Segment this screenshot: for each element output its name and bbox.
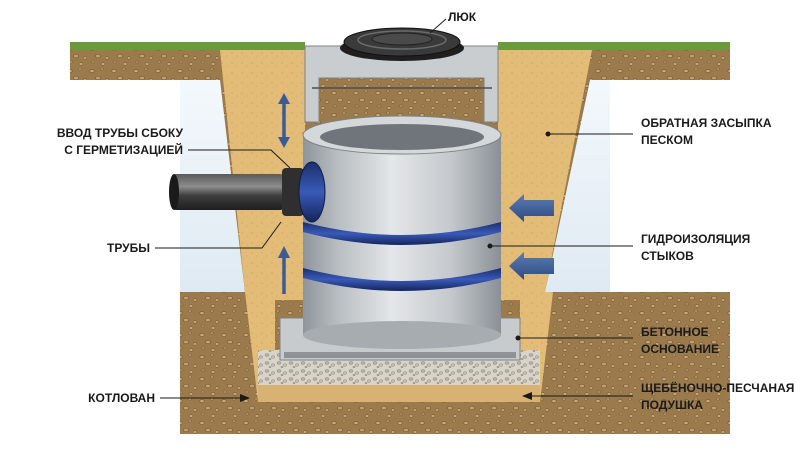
leader-dot-base <box>515 335 521 341</box>
leader-dot-backfill <box>545 131 551 137</box>
vertical-arrow-bottom <box>278 246 290 294</box>
base-rebar <box>284 352 516 358</box>
seal-arrow-lower <box>509 252 554 280</box>
label-backfill-1: ОБРАТНАЯ ЗАСЫПКА <box>641 116 772 130</box>
top-slab <box>304 45 499 123</box>
hatch-lid-center <box>371 32 433 46</box>
label-waterproof-1: ГИДРОИЗОЛЯЦИЯ <box>641 232 750 246</box>
pipe-collar <box>282 168 304 216</box>
label-pipes: ТРУБЫ <box>107 241 150 255</box>
label-waterproof-2: СТЫКОВ <box>641 249 694 263</box>
label-hatch: ЛЮК <box>448 10 477 24</box>
leader-arrow-pit <box>240 394 250 402</box>
label-base-1: БЕТОННОЕ <box>641 325 709 339</box>
grass-right <box>498 42 730 50</box>
leader-arrow-cushion <box>522 392 532 400</box>
label-pipe-entry-2: С ГЕРМЕТИЗАЦИЕЙ <box>64 142 183 157</box>
label-cushion-2: ПОДУШКА <box>641 398 703 412</box>
pipe-open-end <box>169 174 179 210</box>
pipe-body <box>172 174 284 210</box>
cushion-sand-layer <box>258 385 540 402</box>
label-pipe-entry-1: ВВОД ТРУБЫ СБОКУ <box>57 126 184 140</box>
leader-dot-waterproof <box>487 243 493 249</box>
leader-pipes <box>155 221 282 249</box>
grass-left <box>70 42 305 50</box>
well-ring-bottom <box>303 321 501 349</box>
label-pit: КОТЛОВАН <box>88 391 155 405</box>
label-backfill-2: ПЕСКОМ <box>641 133 693 147</box>
vertical-arrow-top <box>278 93 290 148</box>
leader-pipe-entry <box>188 149 291 169</box>
label-cushion-1: ЩЕБЁНОЧНО-ПЕСЧАНАЯ <box>641 380 794 395</box>
seal-arrow-upper <box>509 194 554 222</box>
well-ring-opening <box>320 124 484 150</box>
hatch-lid-rim <box>357 30 447 50</box>
joint-seal-lower <box>303 268 501 291</box>
leader-hatch <box>429 18 447 34</box>
pipe-seal-ring <box>298 161 326 223</box>
joint-seal-upper <box>303 222 501 245</box>
label-base-2: ОСНОВАНИЕ <box>641 342 719 356</box>
